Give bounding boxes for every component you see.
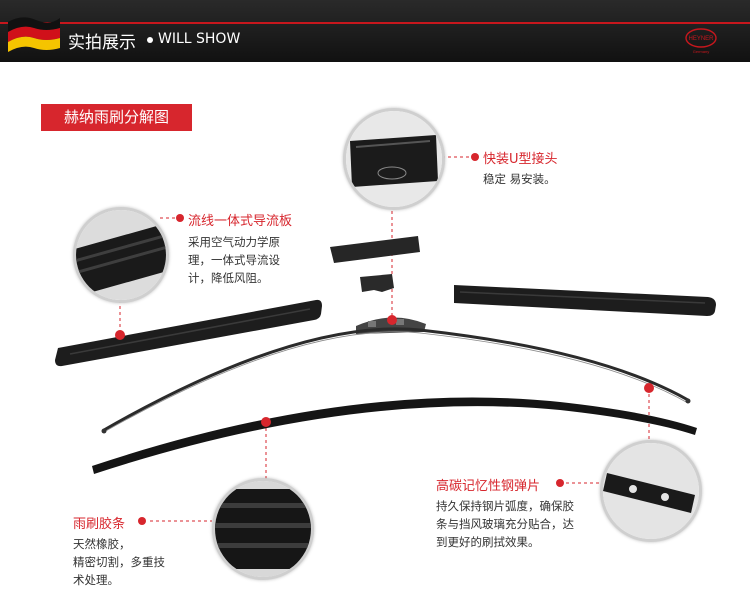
marker-connector-callout xyxy=(471,153,479,161)
marker-spring-callout xyxy=(556,479,564,487)
zoom-spring xyxy=(600,440,702,542)
section-title: 赫纳雨刷分解图 xyxy=(41,104,192,131)
heyner-logo: HEYNER Germany xyxy=(685,28,717,54)
callout-connector-title: 快装U型接头 xyxy=(483,152,558,167)
callout-spoiler-title: 流线一体式导流板 xyxy=(188,214,293,229)
svg-text:Germany: Germany xyxy=(693,49,709,54)
callout-spring-desc: 持久保持钢片弧度，确保胶 条与挡风玻璃充分贴合，达 到更好的刷拭效果。 xyxy=(436,497,574,551)
callout-spoiler-desc-line: 采用空气动力学原 xyxy=(188,235,280,249)
callout-connector-desc: 稳定 易安装。 xyxy=(483,172,556,186)
marker-spoiler-callout xyxy=(176,214,184,222)
spring-strip xyxy=(103,327,689,432)
marker-spring xyxy=(644,383,654,393)
callout-spoiler-desc-line: 计，降低风阻。 xyxy=(188,271,269,285)
spoiler-right xyxy=(454,285,716,316)
callout-spoiler-desc: 采用空气动力学原 理，一体式导流设 计，降低风阻。 xyxy=(188,233,280,287)
header-bar: 实拍展示 WILL SHOW HEYNER Germany xyxy=(0,0,750,62)
callout-spring-desc-line: 持久保持钢片弧度，确保胶 xyxy=(436,499,574,513)
callout-spring-title: 高碳记忆性钢弹片 xyxy=(436,479,541,494)
callout-spoiler-desc-line: 理，一体式导流设 xyxy=(188,253,280,267)
marker-rubber xyxy=(261,417,271,427)
zoom-connector xyxy=(343,108,445,210)
zoom-spoiler xyxy=(73,207,169,303)
end-cap xyxy=(330,236,420,263)
callout-rubber-desc-line: 术处理。 xyxy=(73,573,119,587)
header-red-line xyxy=(0,22,750,24)
callout-spring-desc-line: 条与挡风玻璃充分贴合，达 xyxy=(436,517,574,531)
german-flag-icon xyxy=(8,17,60,52)
zoom-rubber xyxy=(212,478,314,580)
header-title-cn: 实拍展示 xyxy=(68,33,136,53)
header-dot xyxy=(147,37,153,43)
clip-piece xyxy=(360,274,394,292)
marker-rubber-callout xyxy=(138,517,146,525)
header-title-en: WILL SHOW xyxy=(158,31,241,47)
rubber-strip xyxy=(92,397,697,474)
marker-spoiler xyxy=(115,330,125,340)
callout-rubber-desc-line: 天然橡胶， xyxy=(73,537,131,551)
callout-rubber-desc-line: 精密切割，多重技 xyxy=(73,555,165,569)
marker-connector xyxy=(387,315,397,325)
spoiler-left xyxy=(55,299,322,367)
callout-rubber-desc: 天然橡胶， 精密切割，多重技 术处理。 xyxy=(73,535,165,589)
callout-rubber-title: 雨刷胶条 xyxy=(73,517,126,532)
svg-text:HEYNER: HEYNER xyxy=(688,36,714,42)
callout-spring-desc-line: 到更好的刷拭效果。 xyxy=(436,535,540,549)
